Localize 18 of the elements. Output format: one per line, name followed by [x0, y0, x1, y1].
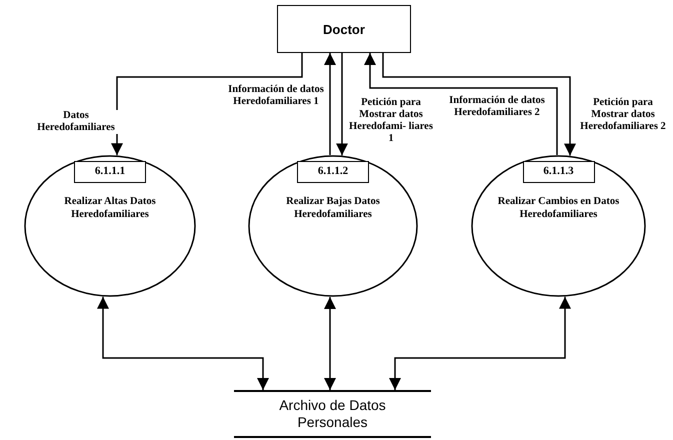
store-name: Archivo de Datos Personales — [278, 397, 387, 431]
process-number: 6.1.1.2 — [297, 161, 369, 183]
arrow — [336, 53, 348, 156]
arrow — [364, 53, 558, 155]
process-number: 6.1.1.1 — [74, 161, 146, 183]
arrow — [382, 53, 576, 156]
arrow — [324, 53, 336, 156]
entity-box — [277, 5, 411, 53]
arrow — [97, 296, 269, 390]
process-name: Realizar Bajas Datos Heredofamiliares — [285, 195, 381, 221]
process-number: 6.1.1.3 — [522, 161, 594, 183]
data-store — [234, 390, 431, 438]
arrow — [324, 296, 336, 390]
process-name: Realizar Altas Datos Heredofamiliares — [63, 195, 157, 221]
entity-name: Doctor — [323, 22, 365, 36]
process-name: Realizar Cambios en Datos Heredofamiliares — [496, 195, 620, 221]
arrow — [111, 53, 303, 156]
arrow — [389, 296, 571, 390]
